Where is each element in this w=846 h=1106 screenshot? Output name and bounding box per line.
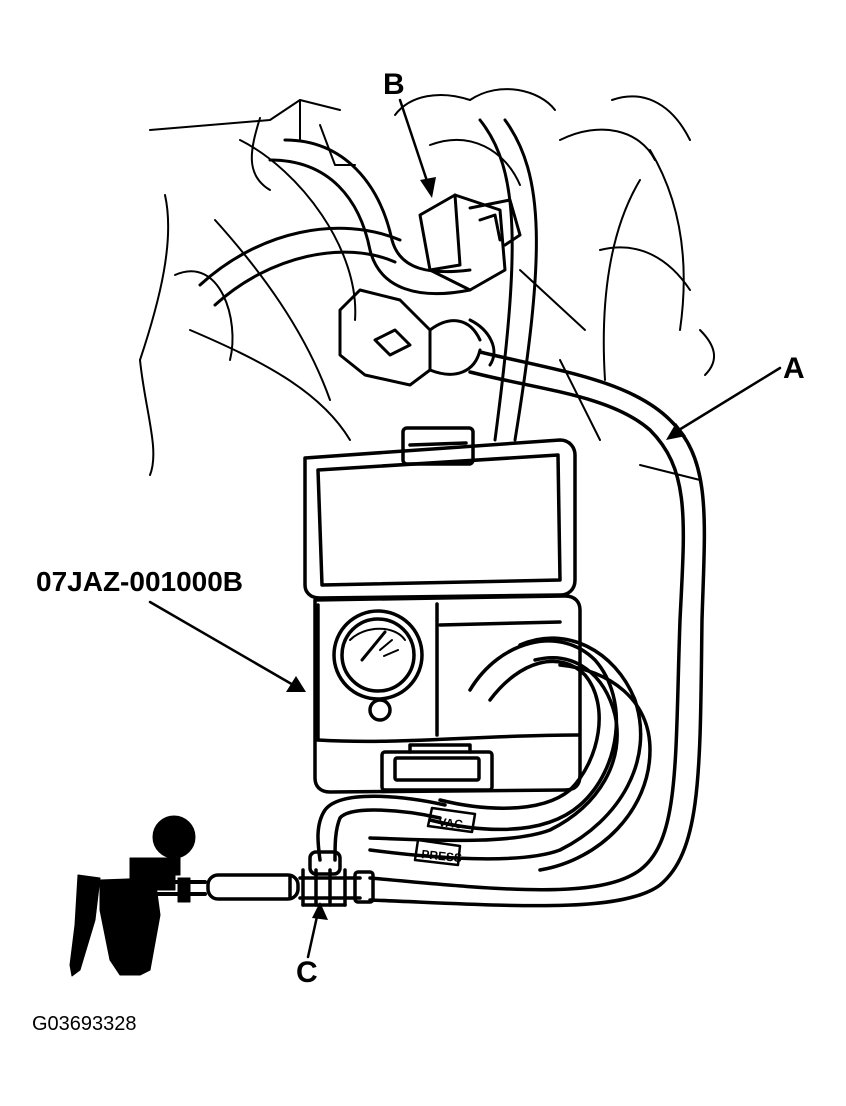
arrowheads bbox=[286, 177, 686, 920]
fitting-c bbox=[206, 850, 375, 907]
callout-b: B bbox=[383, 68, 405, 101]
tank-connector bbox=[338, 288, 496, 387]
engine-background bbox=[139, 88, 715, 481]
figure-id: G03693328 bbox=[32, 1013, 137, 1035]
connector-b bbox=[418, 193, 522, 292]
arrow-b bbox=[420, 177, 436, 198]
hose-a bbox=[368, 350, 707, 908]
callout-c: C bbox=[296, 956, 318, 989]
callout-a: A bbox=[783, 352, 805, 385]
engine-hoses bbox=[198, 118, 538, 442]
leader-lines bbox=[148, 98, 782, 959]
coiled-hoses bbox=[368, 636, 652, 872]
hose-tags bbox=[413, 806, 477, 867]
tester-lid bbox=[303, 426, 577, 600]
tool-number-label: 07JAZ-001000B bbox=[36, 566, 244, 597]
arrow-c bbox=[312, 902, 328, 920]
hand-vacuum-pump bbox=[69, 815, 207, 977]
arrow-a bbox=[666, 423, 686, 440]
tester-body bbox=[313, 594, 582, 794]
hose-to-fitting bbox=[316, 794, 447, 862]
vac-tag-label: VAC bbox=[438, 815, 464, 832]
press-tag-label: PRESS bbox=[421, 847, 463, 865]
arrow-tool bbox=[286, 676, 306, 692]
